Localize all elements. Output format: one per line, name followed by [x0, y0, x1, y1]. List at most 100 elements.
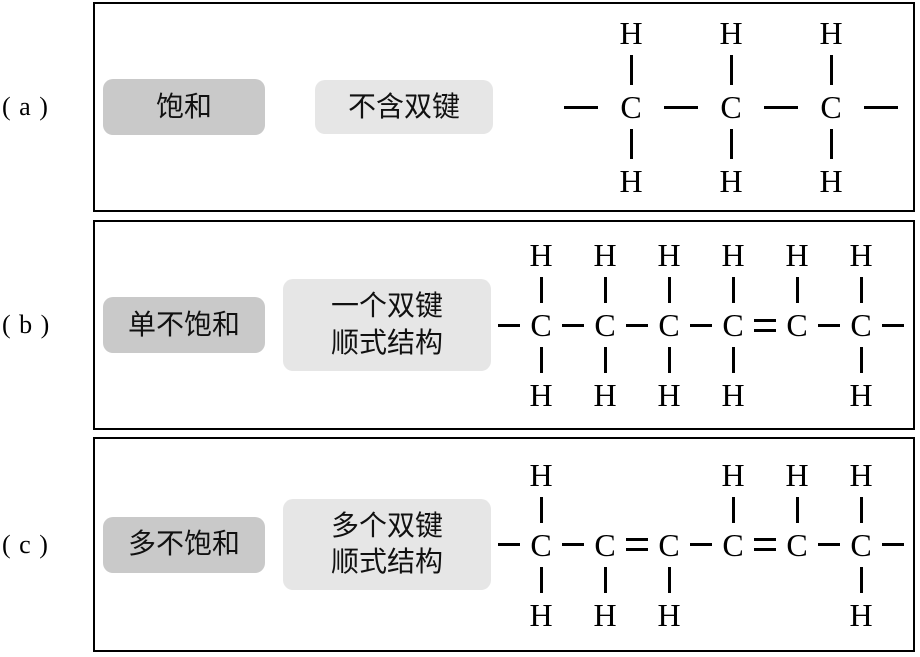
top-hydrogen: H — [849, 456, 873, 493]
top-hydrogen: H — [593, 237, 617, 273]
double-bond — [754, 538, 776, 551]
double-bond-line — [754, 328, 776, 332]
vertical-bond — [667, 347, 671, 373]
vertical-bond — [829, 55, 833, 85]
carbon-atom: C — [720, 89, 742, 125]
description-line: 多个双键 — [330, 509, 443, 541]
description-line: 不含双键 — [347, 90, 460, 122]
single-bond — [564, 105, 598, 109]
top-hydrogen: H — [819, 15, 843, 51]
top-hydrogen: H — [719, 15, 743, 51]
bottom-hydrogen: H — [529, 596, 553, 633]
top-hydrogen: H — [849, 237, 873, 273]
single-bond — [882, 543, 904, 546]
top-hydrogen: H — [721, 456, 745, 493]
description-label: 一个双键顺式结构 — [283, 279, 491, 371]
carbon-atom: C — [620, 89, 642, 125]
top-hydrogen: H — [721, 237, 745, 273]
top-hydrogen: H — [785, 237, 809, 273]
top-hydrogen: H — [657, 237, 681, 273]
single-bond — [626, 323, 648, 327]
carbon-atom: C — [530, 526, 552, 563]
carbon-atom: C — [658, 307, 680, 343]
double-bond-line — [626, 548, 648, 551]
category-label: 饱和 — [103, 79, 265, 135]
carbon-atom: C — [530, 307, 552, 343]
bottom-hydrogen: H — [593, 377, 617, 413]
bottom-hydrogen: H — [719, 163, 743, 199]
vertical-bond — [729, 55, 733, 85]
single-bond — [498, 323, 520, 327]
vertical-bond — [629, 129, 633, 159]
double-bond — [626, 538, 648, 551]
vertical-bond — [539, 496, 543, 523]
single-bond — [882, 323, 904, 327]
single-bond — [664, 105, 698, 109]
carbon-atom: C — [786, 307, 808, 343]
vertical-bond — [795, 496, 799, 523]
category-label: 多不饱和 — [103, 516, 265, 573]
vertical-bond — [731, 347, 735, 373]
single-bond — [818, 543, 840, 546]
panel-index-label: ( a ) — [2, 92, 49, 121]
vertical-bond — [603, 277, 607, 303]
description-line: 顺式结构 — [330, 327, 443, 358]
single-bond — [690, 543, 712, 546]
vertical-bond — [629, 55, 633, 85]
bottom-hydrogen: H — [619, 163, 643, 199]
vertical-bond — [729, 129, 733, 159]
double-bond-line — [754, 318, 776, 322]
vertical-bond — [603, 347, 607, 373]
top-hydrogen: H — [785, 456, 809, 493]
carbon-atom: C — [820, 89, 842, 125]
description-label: 多个双键顺式结构 — [283, 498, 491, 591]
vertical-bond — [795, 277, 799, 303]
description-line: 顺式结构 — [330, 546, 443, 578]
vertical-bond — [859, 347, 863, 373]
bottom-hydrogen: H — [721, 377, 745, 413]
carbon-atom: C — [850, 526, 872, 563]
carbon-atom: C — [722, 307, 744, 343]
carbon-unit: H C H — [707, 15, 755, 199]
vertical-bond — [539, 347, 543, 373]
vertical-bond — [859, 277, 863, 303]
vertical-bond — [829, 129, 833, 159]
description-label: 不含双键 — [315, 80, 493, 134]
single-bond — [690, 323, 712, 327]
bottom-hydrogen: H — [657, 377, 681, 413]
double-bond-line — [754, 538, 776, 541]
description-line: 一个双键 — [330, 290, 443, 322]
single-bond — [764, 105, 798, 109]
bottom-hydrogen: H — [657, 596, 681, 633]
vertical-bond — [667, 566, 671, 593]
vertical-bond — [859, 566, 863, 593]
vertical-bond — [667, 277, 671, 303]
vertical-bond — [731, 496, 735, 523]
single-bond — [498, 543, 520, 546]
carbon-atom: C — [658, 526, 680, 563]
category-label: 单不饱和 — [103, 297, 265, 353]
bottom-hydrogen: H — [849, 596, 873, 633]
carbon-atom: C — [594, 526, 616, 563]
panel-index-label: ( c ) — [2, 529, 49, 559]
